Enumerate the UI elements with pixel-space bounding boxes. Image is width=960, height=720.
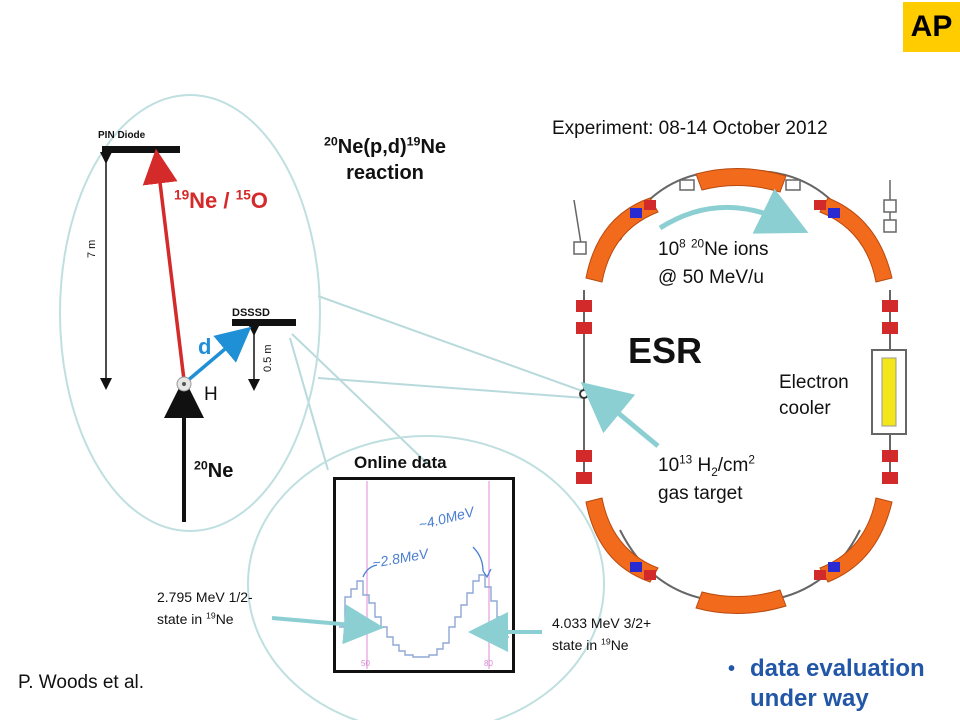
target-arrow [580, 382, 660, 448]
bullet-dot: • [728, 658, 736, 680]
bullet-line1: data evaluation [750, 655, 925, 682]
gas-target-label: 1013 H2/cm2 gas target [658, 453, 755, 504]
state-right-label: 4.033 MeV 3/2+ state in 19Ne [552, 615, 652, 653]
tick-right: 80 [484, 659, 493, 668]
deuteron-trajectory [184, 326, 252, 384]
hydrogen-label: H [204, 384, 218, 405]
esr-ring [573, 168, 907, 614]
pin-diode-label: PIN Diode [98, 130, 146, 141]
spectrum-histogram [339, 574, 509, 658]
magnet-top-right [819, 197, 893, 283]
detector-ellipse [59, 94, 321, 532]
pin-diode-bar [102, 146, 180, 153]
ap-badge: AP [903, 2, 960, 52]
dsssd-label: DSSSD [232, 307, 270, 319]
reaction-title: 20Ne(p,d)19Ne reaction [323, 134, 447, 184]
ions-label: 108 20Ne ions @ 50 MeV/u [658, 237, 769, 288]
tick-left: 50 [361, 659, 370, 668]
bullet-line2: under way [750, 685, 869, 712]
detector-diagram [100, 146, 296, 522]
badge-label: AP [910, 10, 953, 43]
arrow-state-left [271, 604, 384, 645]
magnet-top-mid [695, 168, 787, 193]
esr-label: ESR [628, 330, 703, 371]
online-data-title: Online data [354, 453, 447, 472]
magnet-bottom-right [819, 497, 893, 583]
magnet-bottom-mid [695, 589, 787, 614]
author-credit: P. Woods et al. [18, 672, 145, 693]
experiment-date: Experiment: 08-14 October 2012 [552, 118, 828, 139]
ne19-trajectory [142, 148, 186, 381]
ne20-beam-label: 20Ne [194, 458, 234, 482]
dsssd-bar [232, 319, 296, 326]
state-left-label: 2.795 MeV 1/2- state in 19Ne [157, 589, 253, 627]
ne19-o15-label: 19Ne / 15O [174, 187, 268, 213]
electron-cooler-label: Electron cooler [779, 372, 849, 419]
spectrum-ellipse [247, 435, 605, 720]
deuteron-label: d [198, 334, 212, 359]
beam-direction-arrow [658, 188, 809, 234]
